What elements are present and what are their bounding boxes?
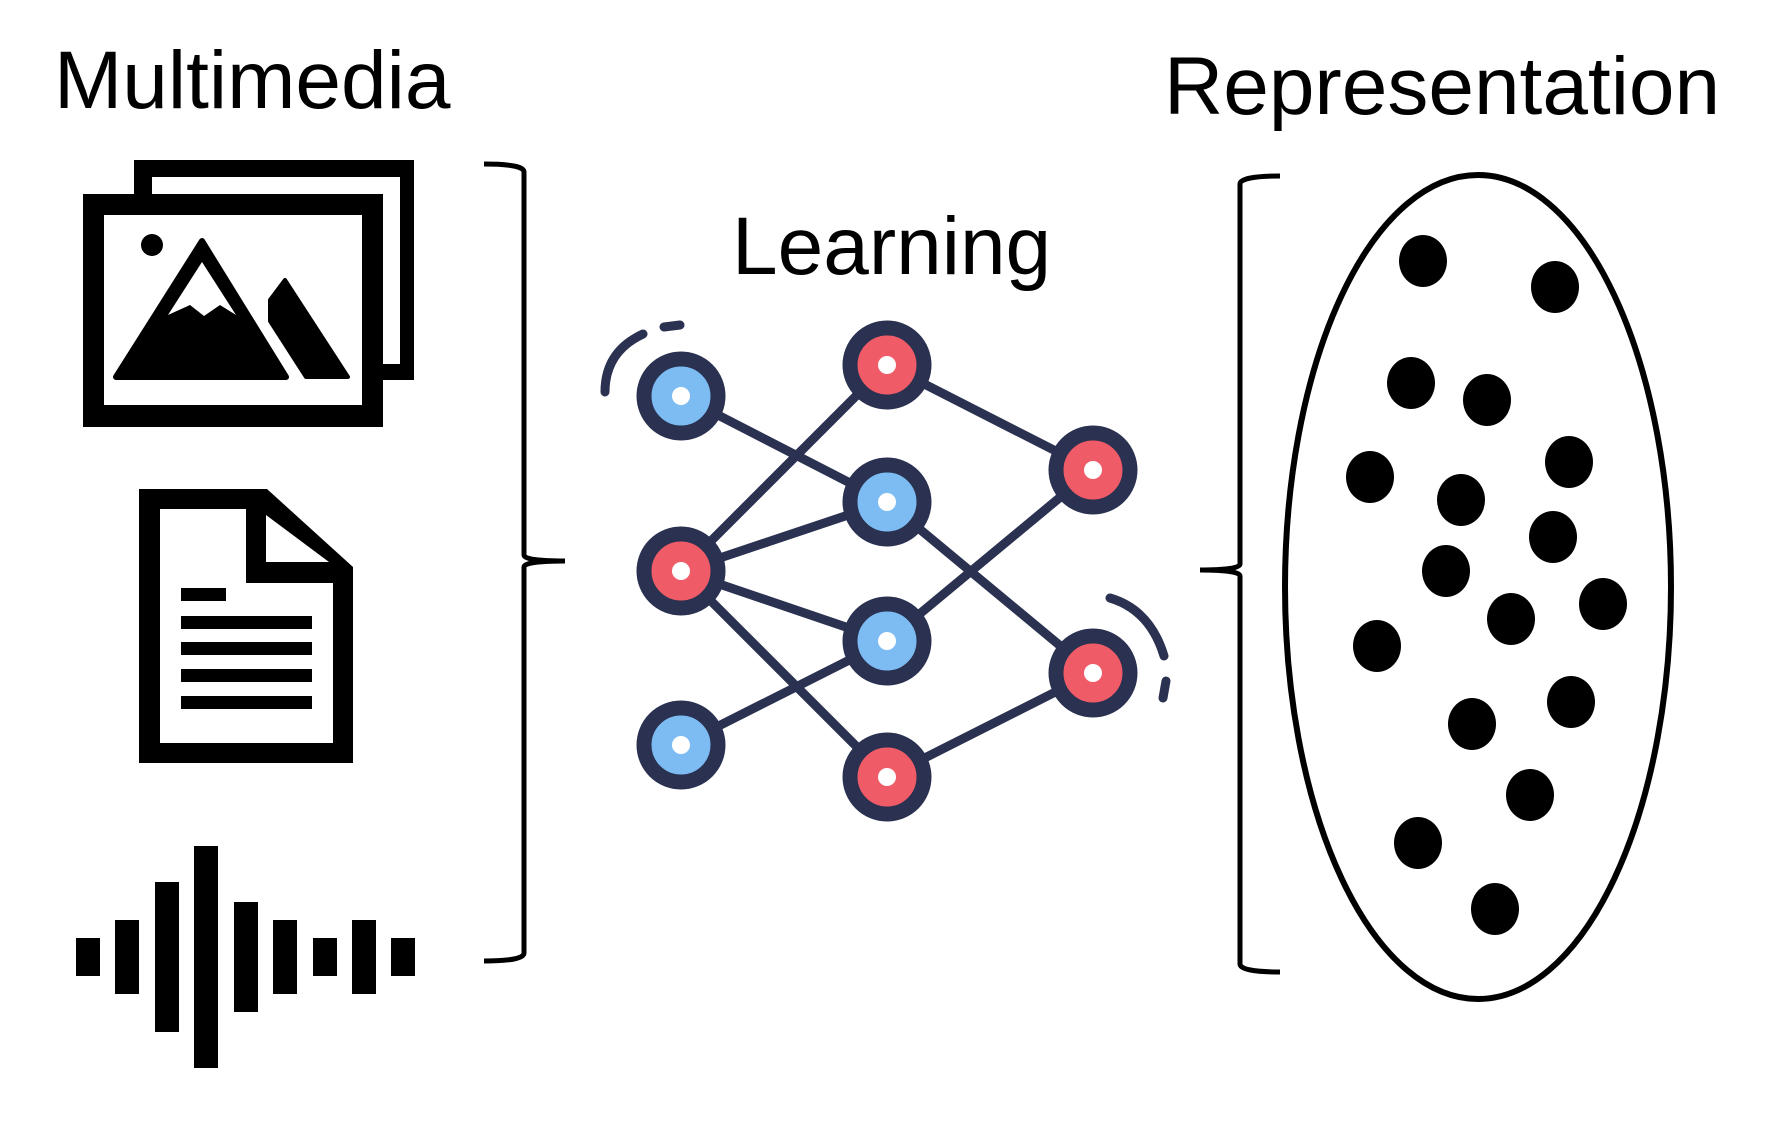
document-icon — [139, 489, 353, 763]
representation-label: Representation — [1164, 41, 1721, 132]
embedding-point — [1531, 261, 1579, 313]
embedding-point — [1387, 357, 1435, 409]
learning-label: Learning — [732, 201, 1052, 292]
audio-waveform-icon — [76, 846, 415, 1068]
embedding-point — [1487, 593, 1535, 645]
neural-network — [600, 320, 1171, 822]
embedding-point — [1471, 883, 1519, 935]
network-node — [1048, 425, 1138, 515]
network-edges — [676, 360, 1098, 782]
embedding-point — [1422, 545, 1470, 597]
embedding-points — [1346, 235, 1627, 935]
multimedia-label: Multimedia — [54, 35, 451, 126]
image-icon — [83, 160, 414, 427]
embedding-point — [1545, 436, 1593, 488]
network-node — [842, 457, 932, 547]
network-node — [636, 700, 726, 790]
arc-decoration — [1105, 593, 1169, 661]
network-node — [842, 320, 932, 410]
left-brace — [483, 161, 566, 964]
network-node — [636, 526, 726, 616]
embedding-space-ellipse — [1282, 172, 1674, 1002]
embedding-point — [1463, 374, 1511, 426]
embedding-point — [1399, 235, 1447, 287]
embedding-point — [1547, 676, 1595, 728]
network-node — [636, 351, 726, 441]
embedding-point — [1579, 578, 1627, 630]
embedding-point — [1529, 511, 1577, 563]
network-node — [842, 732, 932, 822]
embedding-point — [1506, 769, 1554, 821]
arc-decoration — [1158, 676, 1171, 703]
network-node — [842, 596, 932, 686]
embedding-point — [1353, 620, 1401, 672]
arc-decoration — [659, 320, 685, 332]
embedding-point — [1448, 698, 1496, 750]
embedding-point — [1437, 474, 1485, 526]
right-brace — [1199, 173, 1281, 975]
embedding-point — [1394, 817, 1442, 869]
embedding-point — [1346, 451, 1394, 503]
network-node — [1048, 628, 1138, 718]
arc-decoration — [600, 329, 648, 397]
